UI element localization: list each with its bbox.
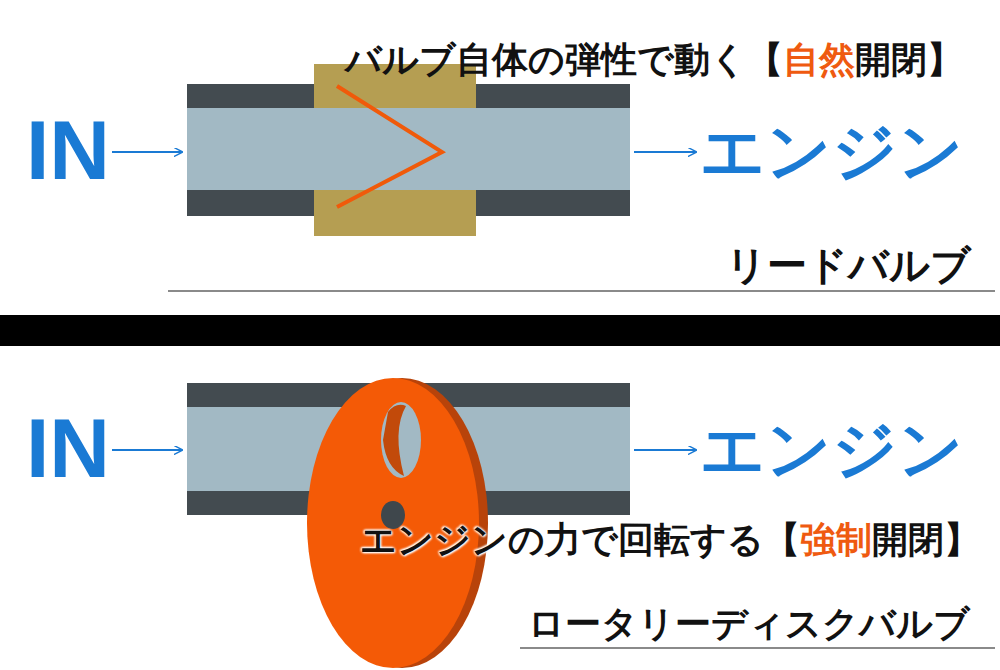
flow-label: IN	[26, 402, 110, 494]
valve-name: ロータリーディスクバルブ	[528, 604, 970, 644]
underline-rule	[520, 647, 995, 649]
caption-part: エンジンの力で回転する【	[360, 518, 800, 560]
disc-port-shade	[383, 405, 406, 476]
caption-part: 開閉】	[872, 518, 980, 560]
underline-rule	[168, 290, 995, 292]
flow-arrow	[634, 449, 696, 451]
valve-name: リードバルブ	[726, 243, 971, 287]
flow-label: エンジン	[700, 116, 964, 186]
flow-label: エンジン	[700, 414, 964, 484]
flow-arrow	[112, 449, 182, 451]
flow-arrow	[634, 151, 696, 153]
feature-caption: エンジンの力で回転する【強制開閉】	[360, 520, 980, 560]
flow-label: IN	[26, 104, 110, 196]
caption-part: 開閉】	[855, 38, 963, 80]
caption-part: バルブ自体の弾性で動く【	[345, 38, 783, 80]
flow-arrow	[112, 151, 182, 153]
caption-part: 自然	[783, 38, 855, 80]
divider-bar	[0, 315, 1000, 346]
reed-block	[314, 64, 476, 236]
feature-caption: バルブ自体の弾性で動く【自然開閉】	[345, 40, 963, 80]
caption-part: 強制	[800, 518, 872, 560]
disc-port	[381, 402, 421, 478]
reed-petal	[337, 86, 442, 207]
intake-passage	[187, 108, 630, 190]
